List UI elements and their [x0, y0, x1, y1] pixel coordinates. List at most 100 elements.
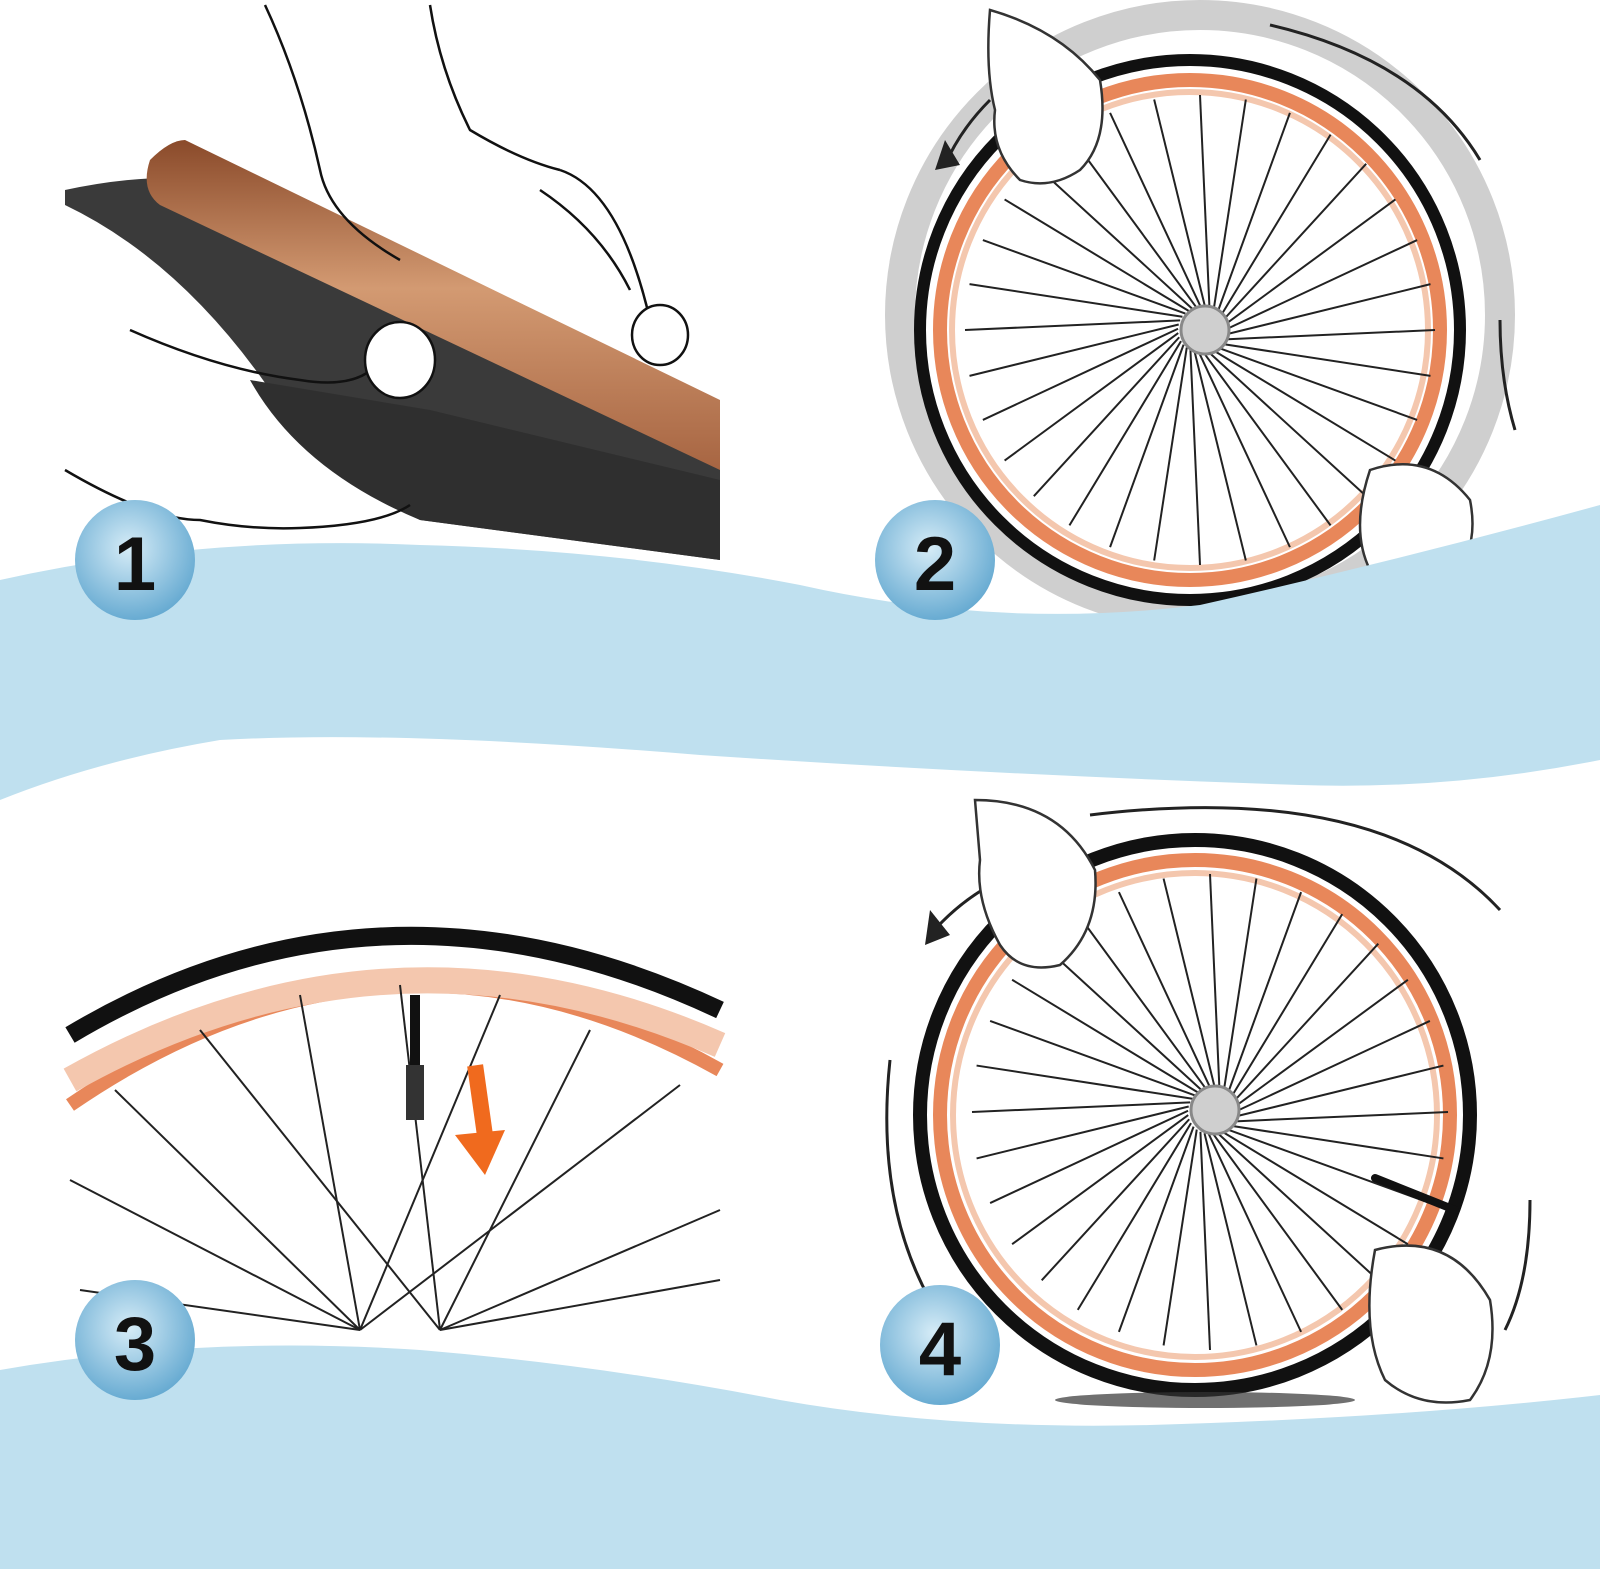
- spoke: [1225, 891, 1303, 1098]
- spoke: [1117, 1126, 1195, 1333]
- spoke: [1206, 350, 1367, 497]
- spoke: [1220, 1130, 1409, 1246]
- rim-light: [950, 870, 1440, 1360]
- arrow-head-left: [935, 140, 960, 170]
- spoke: [1224, 1127, 1431, 1205]
- spoke: [1153, 99, 1207, 309]
- hand-bottom: [1368, 1244, 1494, 1404]
- ground-shadow: [1055, 1392, 1355, 1408]
- spoke: [1212, 1133, 1344, 1311]
- spokes: [69, 984, 721, 1331]
- rim-orange: [933, 853, 1457, 1377]
- spoke: [1212, 99, 1247, 313]
- step-number: 2: [914, 522, 956, 607]
- spoke: [1221, 198, 1396, 328]
- spoke: [1109, 344, 1185, 548]
- fingertip: [630, 303, 690, 367]
- spoke: [399, 984, 441, 1331]
- spoke: [1004, 332, 1179, 462]
- step-1-illustration: [64, 4, 720, 560]
- spoke: [971, 1101, 1191, 1113]
- step-badge-1: 1: [75, 500, 195, 620]
- step-badge-2: 2: [875, 500, 995, 620]
- spoke: [1153, 347, 1188, 561]
- spoke: [1076, 913, 1208, 1091]
- spoke: [1219, 329, 1436, 341]
- spoke: [1231, 978, 1409, 1110]
- tire-lever: [1371, 1174, 1459, 1214]
- spoke: [1215, 112, 1291, 316]
- spoke: [964, 319, 1181, 331]
- spoke: [1207, 1133, 1302, 1333]
- spoke: [1193, 351, 1247, 561]
- spoke: [1189, 349, 1201, 566]
- step-badge-4: 4: [880, 1285, 1000, 1405]
- rotation-arrow-top: [1269, 23, 1482, 161]
- spoke: [1209, 873, 1221, 1093]
- tire-arc: [65, 926, 724, 1043]
- spoke: [1109, 112, 1203, 309]
- spoke: [969, 323, 1179, 377]
- spoke: [1231, 1064, 1444, 1119]
- spoke: [1218, 134, 1332, 320]
- spoke: [1162, 878, 1217, 1091]
- spoke: [1221, 239, 1418, 333]
- step-number: 1: [114, 522, 156, 607]
- spoke: [989, 1019, 1196, 1097]
- spoke: [439, 1209, 721, 1331]
- spoke: [1217, 342, 1431, 377]
- hub: [1179, 304, 1231, 356]
- spoke: [1004, 198, 1190, 312]
- spoke: [1199, 1131, 1211, 1351]
- hand-top: [987, 8, 1104, 185]
- spoke: [439, 1029, 591, 1331]
- rotation-arrow-left: [885, 1059, 932, 1301]
- spoke: [982, 327, 1179, 421]
- step-3-illustration: [63, 926, 726, 1331]
- wave-band-top: [0, 505, 1600, 800]
- spoke: [359, 994, 501, 1331]
- spokes: [971, 873, 1449, 1351]
- spoke: [1227, 1124, 1444, 1160]
- spoke: [299, 994, 361, 1331]
- spoke: [114, 1089, 361, 1331]
- wave-band-bottom: [0, 1345, 1600, 1569]
- spoke: [1162, 1129, 1198, 1346]
- spoke: [439, 1279, 721, 1331]
- spoke: [1118, 891, 1213, 1091]
- spoke: [1231, 1020, 1431, 1115]
- valve-stem: [406, 995, 424, 1120]
- spoke: [1076, 1122, 1192, 1311]
- spoke: [1199, 94, 1211, 311]
- rim-orange: [933, 73, 1447, 587]
- spoke: [1033, 336, 1180, 497]
- step-number: 3: [114, 1302, 156, 1387]
- spoke: [1068, 134, 1198, 309]
- spoke: [199, 1029, 441, 1331]
- step-number: 4: [919, 1307, 961, 1392]
- spoke: [1033, 163, 1194, 310]
- tire: [914, 54, 1466, 606]
- spoke: [1216, 1132, 1379, 1282]
- thumb: [363, 320, 437, 400]
- spoke: [1202, 351, 1332, 526]
- spoke: [1229, 1111, 1449, 1123]
- spoke: [1210, 348, 1396, 462]
- spoke: [1011, 978, 1200, 1094]
- arrow-head-upper-left: [925, 910, 950, 945]
- spoke: [1068, 340, 1182, 526]
- spoke: [1228, 913, 1344, 1102]
- hand-top: [973, 798, 1097, 969]
- spoke: [1220, 163, 1367, 324]
- spoke: [1040, 1118, 1190, 1281]
- rotation-arrow-top: [1089, 806, 1502, 912]
- rotation-arrow-right: [1503, 1199, 1532, 1331]
- spoke: [1041, 942, 1204, 1092]
- step-4-illustration: [885, 798, 1532, 1408]
- spoke: [969, 283, 1183, 318]
- spoke: [1197, 351, 1291, 548]
- spoke: [1221, 283, 1431, 337]
- spoke: [976, 1105, 1189, 1160]
- spoke: [69, 1179, 361, 1331]
